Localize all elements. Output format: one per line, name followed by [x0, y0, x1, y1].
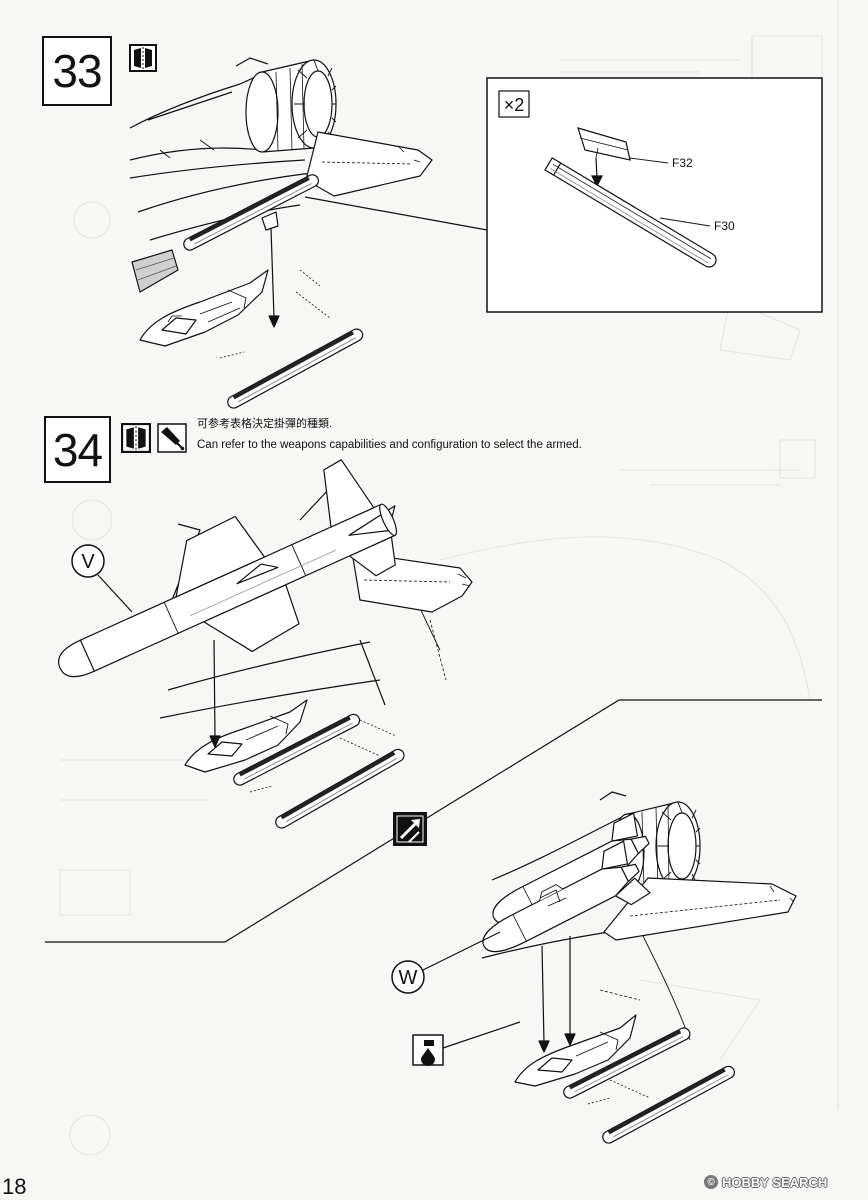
launch-rail: [233, 713, 361, 786]
step-34-note-chinese: 可参考表格決定掛彈的種類.: [197, 418, 333, 430]
pylon-section: [131, 249, 179, 293]
weapon-pylon: [139, 269, 269, 347]
engine-nozzle: [245, 59, 337, 153]
option-v-callout: [71, 544, 105, 578]
assembly-arrow: [209, 639, 221, 748]
paint-drop-icon: [412, 1034, 444, 1066]
weapon-pylon: [514, 1014, 637, 1087]
detail-inset: ×2 F32 F30: [486, 77, 823, 313]
option-v-label: V: [81, 551, 95, 573]
launch-rail: [563, 1027, 691, 1099]
magnification-box: [498, 90, 530, 118]
watermark: © HOBBY SEARCH: [704, 1173, 827, 1191]
part-f30: [544, 157, 717, 268]
assembly-arrow: [564, 936, 576, 1046]
step-33-illustration: [129, 57, 488, 409]
assembly-arrow: [538, 945, 550, 1053]
horizontal-stabilizer: [305, 131, 433, 197]
symmetry-icon: [121, 423, 151, 458]
launch-rail: [183, 174, 320, 251]
weapon-pylon: [184, 699, 308, 773]
option-w-label: W: [399, 967, 418, 989]
magnification-label: ×2: [504, 95, 525, 115]
launch-rail: [275, 748, 405, 829]
step-34-number: 34: [44, 416, 111, 483]
missile-v: [58, 459, 398, 678]
part-f32: [577, 127, 631, 161]
glue-icon: [157, 423, 187, 458]
part-label-f30: F30: [714, 219, 735, 233]
bomb-w-front: [482, 840, 651, 953]
wing: [603, 877, 797, 941]
assembly-arrow: [268, 227, 280, 328]
alternative-icon: [393, 812, 427, 846]
part-label-f32: F32: [672, 156, 693, 170]
page-number: 18: [2, 1174, 27, 1199]
rail-mount-tab: [261, 211, 279, 231]
watermark-text: HOBBY SEARCH: [722, 1174, 828, 1190]
symmetry-icon: [129, 44, 157, 77]
launch-rail: [227, 328, 364, 409]
launch-rail: [602, 1065, 735, 1144]
step-34-note-english: Can refer to the weapons capabilities an…: [197, 439, 582, 451]
bleed-through: [59, 0, 839, 1156]
option-w-callout: [391, 960, 425, 994]
step-34-option-w-illustration: W: [391, 791, 797, 1144]
detail-leader-line: [304, 196, 488, 231]
step-34-illustration: V: [58, 459, 473, 829]
bomb-w-rear: [492, 812, 650, 925]
watermark-logo: ©: [704, 1175, 718, 1189]
step-33-number: 33: [42, 36, 112, 106]
